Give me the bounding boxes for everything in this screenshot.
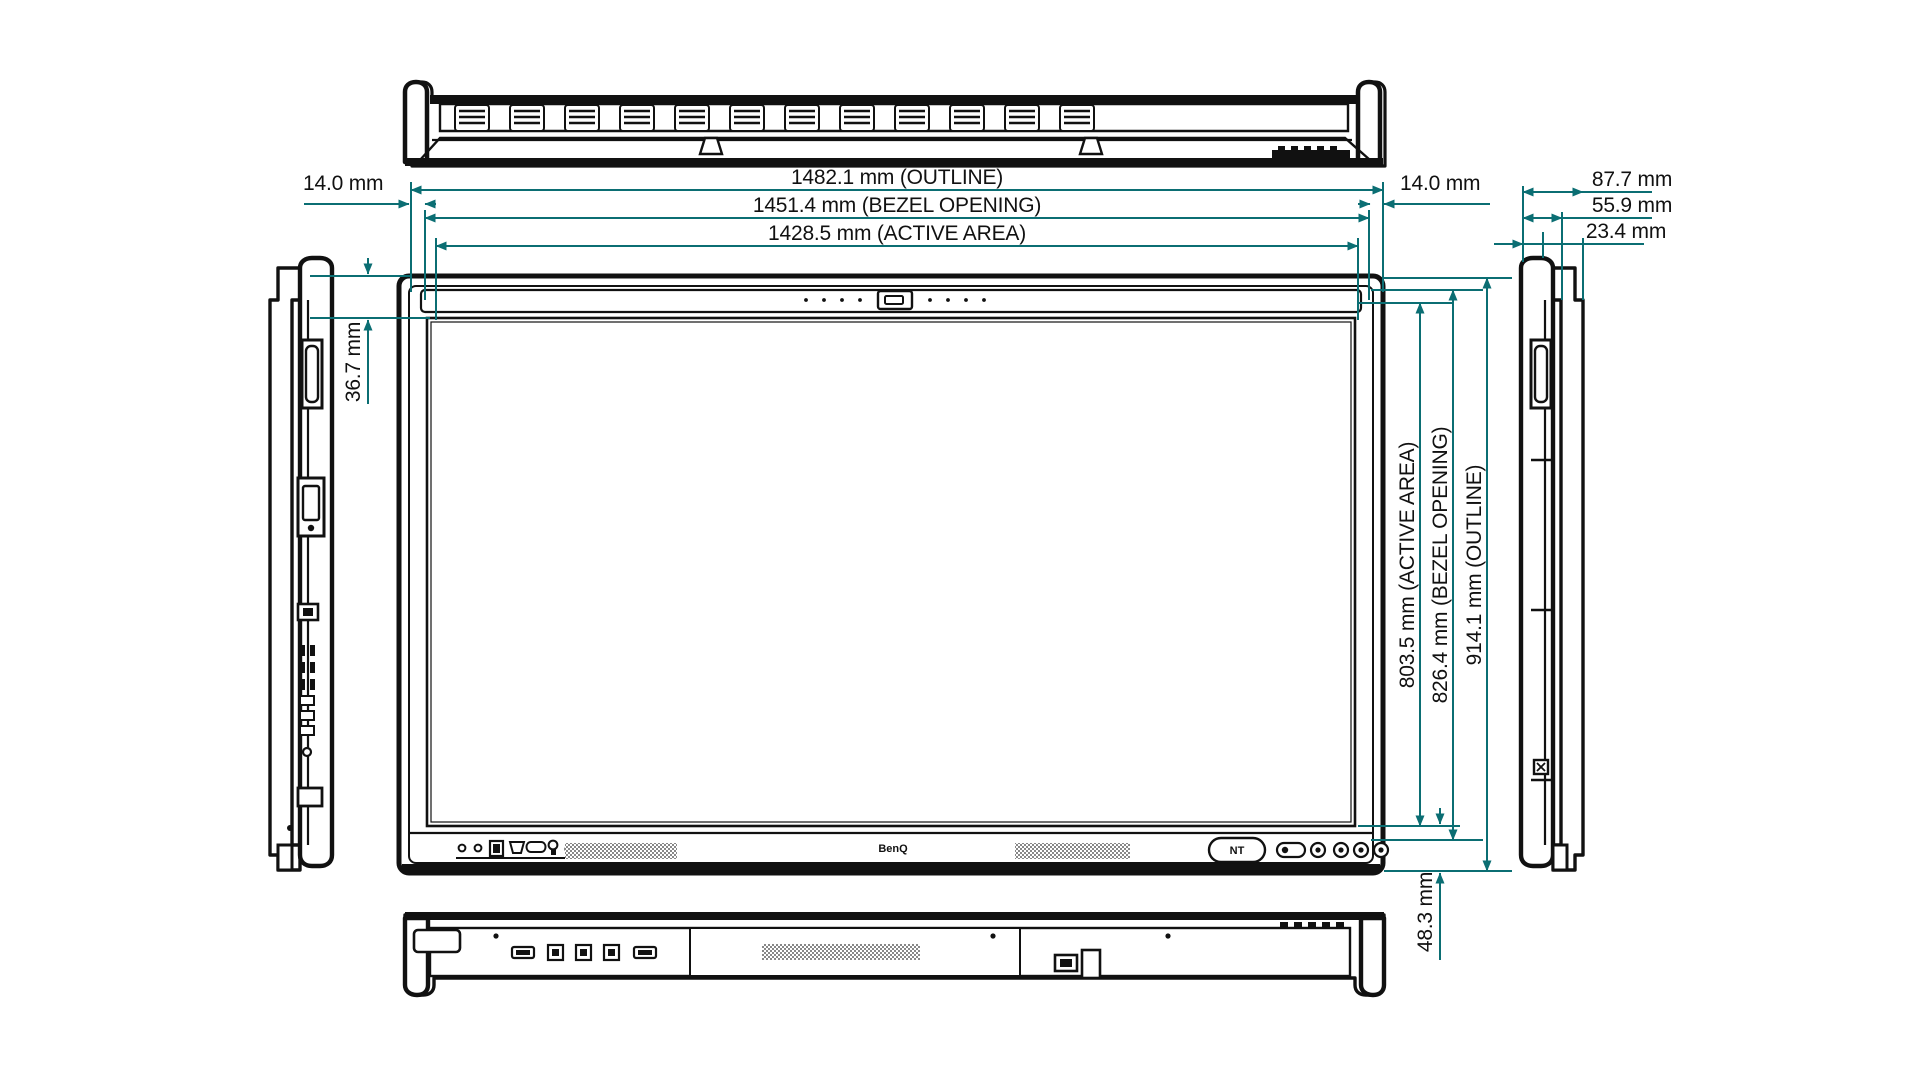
bottom-view-speaker-grille: [762, 944, 920, 960]
dimension-group-depth: [1494, 186, 1652, 300]
dimension-labels-vertical: 803.5 mm (ACTIVE AREA) 826.4 mm (BEZEL O…: [342, 322, 1486, 952]
left-side-lower-port: [296, 786, 324, 808]
top-view-tab-right: [1078, 136, 1104, 156]
label-active-area-height: 803.5 mm (ACTIVE AREA): [1396, 442, 1419, 689]
top-view-right-handle: [1355, 79, 1383, 165]
view-bottom: [402, 912, 1387, 998]
view-top: [402, 79, 1387, 168]
front-speaker-grille-right: [1015, 843, 1130, 859]
top-view-rear-rail: [430, 95, 1360, 104]
left-side-module-led: [307, 524, 315, 532]
bottom-view-screws: [493, 933, 1171, 939]
front-speaker-grille-left: [565, 843, 677, 859]
front-power-slider[interactable]: [1275, 841, 1307, 859]
left-side-screw: [287, 825, 293, 831]
bottom-view-top-band: [405, 912, 1384, 920]
view-front: BenQ NT: [396, 273, 1390, 876]
right-side-foot: [1551, 843, 1569, 872]
label-outline-width: 1482.1 mm (OUTLINE): [791, 166, 1003, 189]
front-control-buttons[interactable]: [1275, 841, 1390, 859]
dimension-group-horizontal: [304, 182, 1490, 320]
left-side-foot: [276, 843, 294, 872]
top-view-taper-line: [419, 136, 1371, 161]
top-view-left-handle: [402, 79, 430, 165]
label-active-area-width: 1428.5 mm (ACTIVE AREA): [768, 222, 1026, 245]
top-view-notch-teeth: [1278, 146, 1337, 151]
view-left-side: [268, 255, 335, 872]
label-bottom-chin: 48.3 mm: [1414, 872, 1437, 952]
right-side-handle-grip: [1533, 344, 1549, 404]
label-left-margin: 14.0 mm: [303, 172, 383, 195]
top-view-base-band: [405, 158, 1383, 166]
label-right-margin: 14.0 mm: [1400, 172, 1480, 195]
left-side-handle-grip: [304, 344, 320, 404]
right-side-vesa-mark: [1532, 758, 1550, 776]
left-side-io-cluster: [296, 602, 320, 758]
dimension-group-vertical: [310, 258, 1512, 960]
label-outline-height: 914.1 mm (OUTLINE): [1463, 465, 1486, 666]
dimension-labels-depth: 87.7 mm 55.9 mm 23.4 mm: [1586, 168, 1672, 243]
label-depth-front: 23.4 mm: [1586, 220, 1666, 243]
top-view-connector-notch: [1272, 150, 1350, 160]
top-view-tab-center: [698, 136, 724, 156]
front-bottom-band: [402, 864, 1380, 871]
front-power-dot: [1281, 846, 1289, 854]
bottom-view-tab: [1080, 948, 1102, 980]
front-brand-logo: BenQ: [878, 843, 908, 855]
bottom-view-vent-teeth: [1280, 922, 1344, 928]
front-camera-lens: [884, 295, 904, 305]
view-right-side: [1518, 255, 1585, 872]
label-depth-total: 87.7 mm: [1592, 168, 1672, 191]
label-bezel-opening-height: 826.4 mm (BEZEL OPENING): [1429, 427, 1452, 704]
dimension-labels-horizontal: 1482.1 mm (OUTLINE) 1451.4 mm (BEZEL OPE…: [303, 166, 1480, 245]
front-nfc-label: NT: [1230, 845, 1245, 857]
left-side-module-port: [301, 484, 321, 522]
label-bezel-opening-width: 1451.4 mm (BEZEL OPENING): [753, 194, 1041, 217]
label-top-bezel: 36.7 mm: [342, 322, 365, 402]
bottom-view-io-icons: [510, 943, 658, 962]
front-mic-array-left: [804, 298, 862, 302]
label-depth-mid: 55.9 mm: [1592, 194, 1672, 217]
bottom-view-right-handle: [1358, 915, 1387, 998]
front-nfc-pad[interactable]: NT: [1207, 836, 1267, 864]
front-mic-array-right: [928, 298, 986, 302]
front-active-screen-inner: [430, 321, 1352, 823]
bottom-view-left-port-block: [412, 928, 462, 954]
